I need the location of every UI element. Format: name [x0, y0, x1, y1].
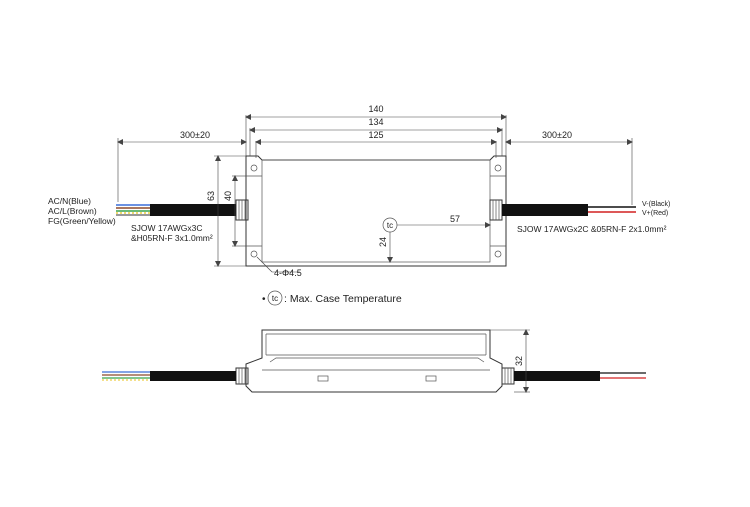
label-ac-l: AC/L(Brown): [48, 206, 97, 216]
tc-point-label: tc: [387, 221, 393, 230]
label-v-plus: V+(Red): [642, 210, 668, 217]
hole-leader: [256, 256, 273, 273]
left-cable: [150, 204, 236, 216]
left-cable-spec-1: SJOW 17AWGx3C: [131, 223, 202, 233]
dim-57: 57: [450, 214, 460, 224]
mount-hole-tl: [250, 164, 258, 172]
legend-tc-circle: [267, 290, 283, 306]
side-right-cable: [514, 371, 600, 381]
side-case-outline: [245, 329, 503, 393]
dim-32: 32: [514, 356, 524, 366]
mount-hole-tr: [494, 164, 502, 172]
legend: • tc : Max. Case Temperature: [262, 290, 402, 306]
right-cable: [502, 204, 588, 216]
side-view: 32: [102, 329, 646, 393]
legend-text: : Max. Case Temperature: [284, 293, 402, 305]
dim-140: 140: [368, 104, 383, 114]
hole-spec: 4-Φ4.5: [274, 268, 302, 278]
mount-hole-bl: [250, 250, 258, 258]
dim-right-cable: 300±20: [542, 130, 572, 140]
legend-bullet: •: [262, 294, 266, 305]
right-cable-spec: SJOW 17AWGx2C &05RN-F 2x1.0mm²: [517, 224, 667, 234]
side-left-cable: [150, 371, 236, 381]
case-inner: [261, 159, 491, 263]
right-gland-ribs: [492, 200, 500, 220]
dim-63: 63: [206, 191, 216, 201]
side-slot-left: [317, 375, 329, 382]
dim-134: 134: [368, 117, 383, 127]
side-slot-right: [425, 375, 437, 382]
label-ac-n: AC/N(Blue): [48, 196, 91, 206]
label-fg: FG(Green/Yellow): [48, 216, 116, 226]
side-case-top: [265, 333, 487, 356]
left-gland-ribs: [238, 200, 246, 220]
flange-lines: [246, 175, 506, 247]
mount-hole-br: [494, 250, 502, 258]
label-v-minus: V-(Black): [642, 201, 670, 208]
legend-tc-symbol: tc: [272, 294, 278, 303]
case-outline: [245, 155, 507, 267]
dim-24: 24: [378, 237, 388, 247]
dim-left-cable: 300±20: [180, 130, 210, 140]
dim-125: 125: [368, 130, 383, 140]
left-cable-spec-2: &H05RN-F 3x1.0mm²: [131, 233, 213, 243]
dim-40: 40: [223, 191, 233, 201]
top-view: tc 140 134 125 300±20 300±20 63 40: [48, 104, 670, 278]
side-case-mid: [262, 357, 490, 371]
